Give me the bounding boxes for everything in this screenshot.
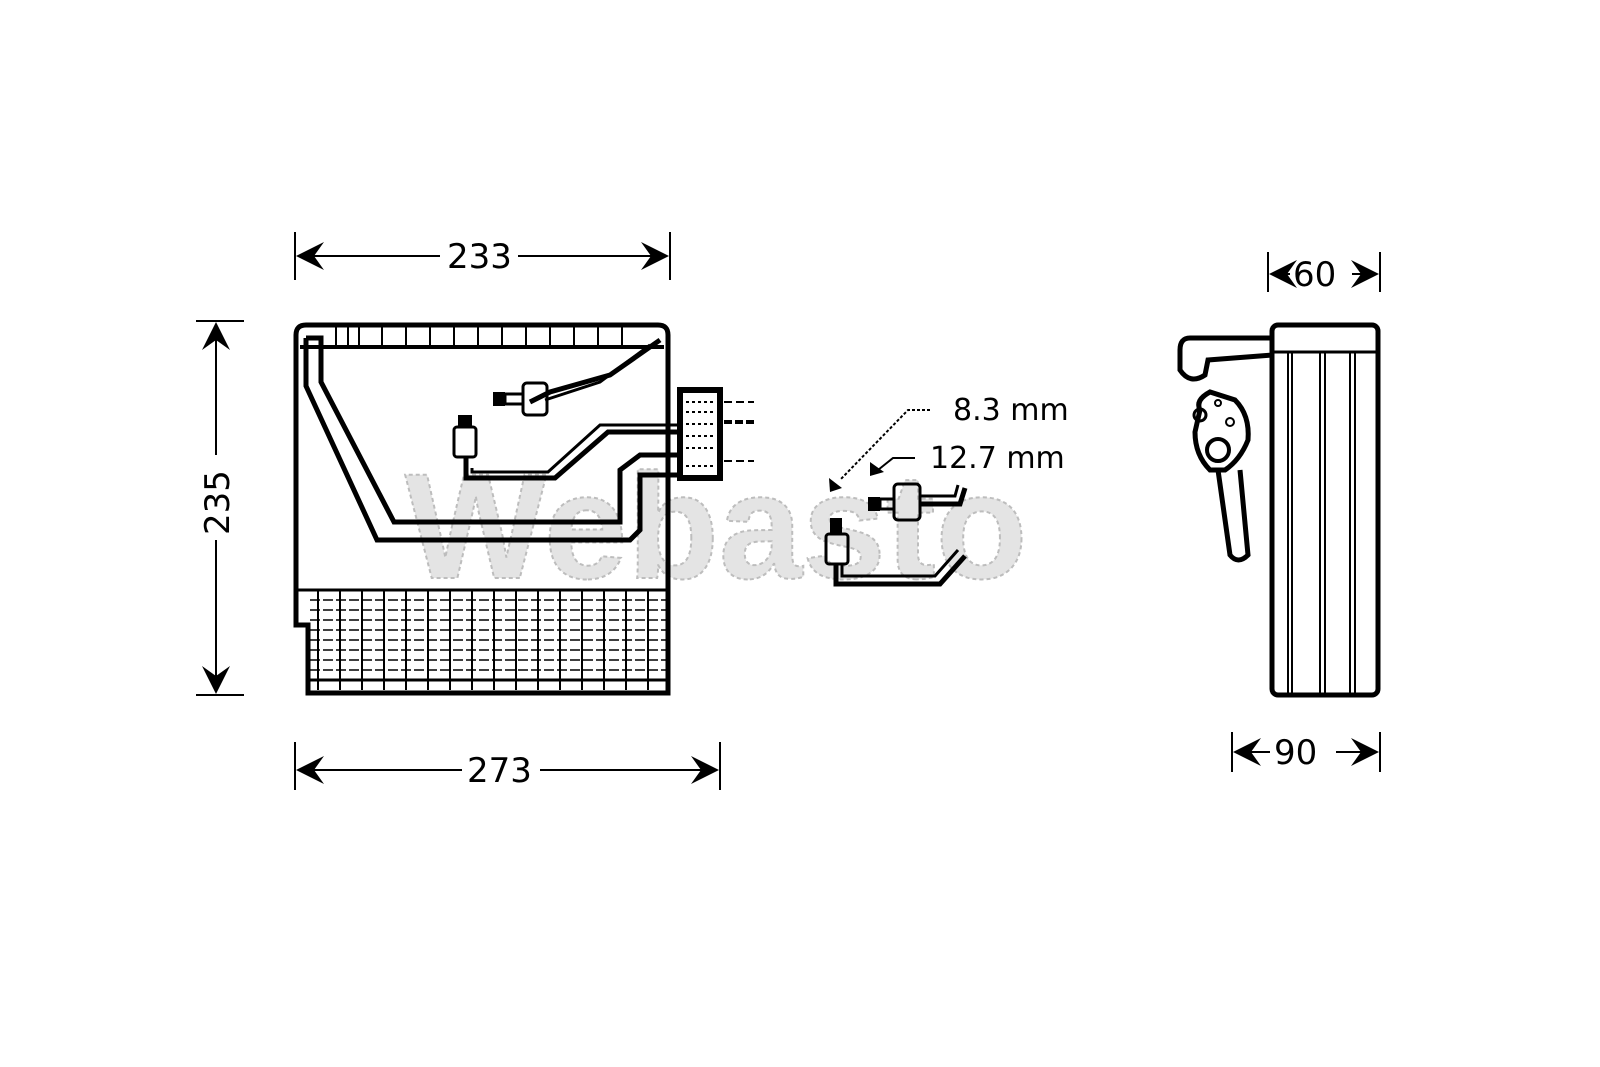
dimension-bottom-width: 273 (294, 742, 721, 791)
dimension-side-top-depth: 60 (1267, 252, 1381, 295)
evaporator-front-view (293, 322, 754, 696)
dimension-height-label: 235 (198, 470, 238, 535)
dimension-side-top-depth-label: 60 (1293, 255, 1336, 295)
dimension-side-bottom-depth: 90 (1231, 732, 1381, 773)
pipe-size-12-7-label: 12.7 mm (930, 441, 1065, 476)
pipe-size-8-3-label: 8.3 mm (953, 393, 1069, 428)
pipe-fittings-detail (824, 482, 968, 587)
evaporator-side-view (1177, 322, 1381, 698)
watermark-text: Webasto (405, 442, 1027, 610)
pipe-size-callouts: 8.3 mm 12.7 mm (829, 393, 1069, 492)
dimension-top-width-label: 233 (447, 237, 512, 277)
watermark: Webasto (404, 441, 1028, 611)
dimension-top-width: 233 (294, 232, 671, 280)
dimension-height: 235 (196, 320, 244, 696)
dimension-bottom-width-label: 273 (467, 751, 532, 791)
dimension-side-bottom-depth-label: 90 (1274, 733, 1317, 773)
